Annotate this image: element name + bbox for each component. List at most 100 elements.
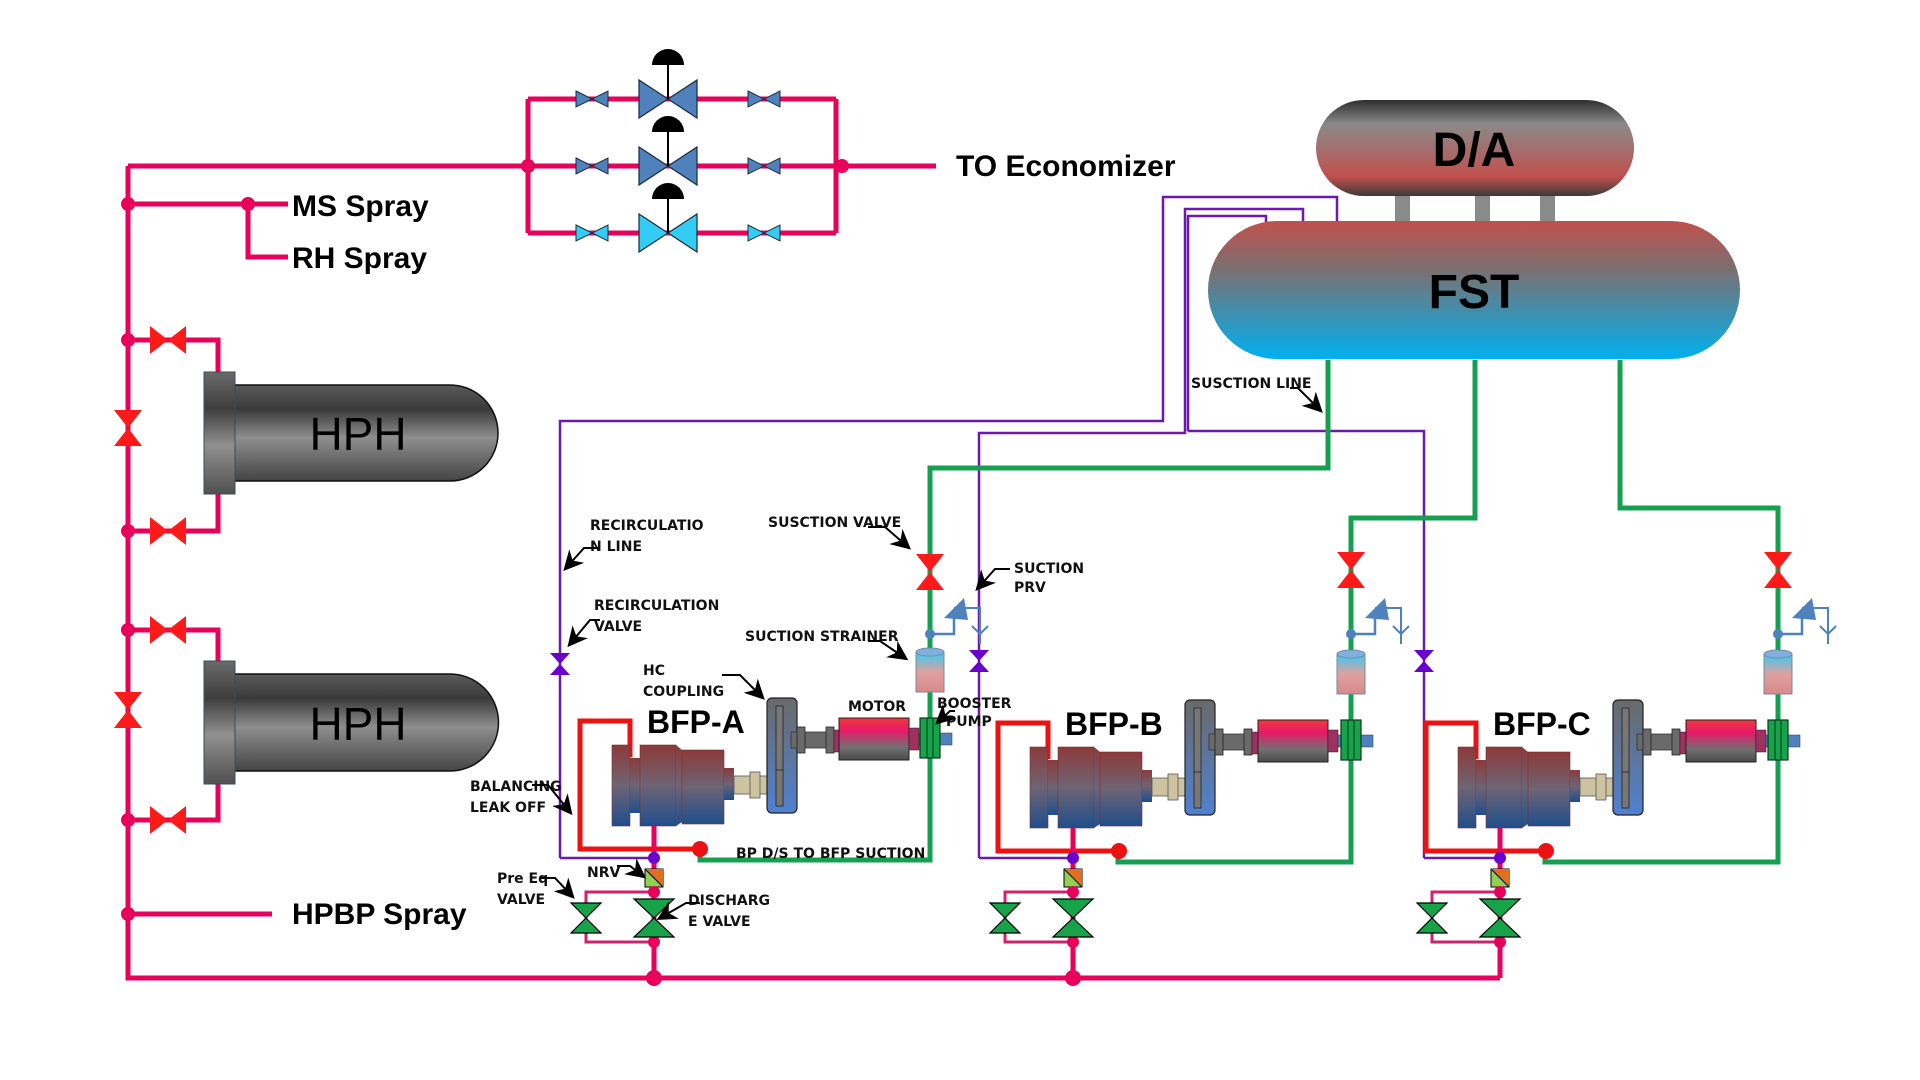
- suction-prv-annotation-2: PRV: [1014, 580, 1046, 596]
- suction-prv-a-icon[interactable]: [925, 598, 989, 644]
- junction-dot: [648, 852, 660, 864]
- suction-strainer-a[interactable]: [915, 647, 945, 693]
- suction-strainer-b[interactable]: [1336, 649, 1366, 695]
- recirc-line-c: [1188, 429, 1426, 858]
- balancing-leak-off-annotation-1: BALANCING: [470, 779, 562, 795]
- junction-dot: [121, 197, 135, 211]
- cv1-outlet-isolation-valve-icon[interactable]: [747, 90, 781, 108]
- suction-valve-a-icon[interactable]: [916, 554, 944, 590]
- suction-valve-c-icon[interactable]: [1764, 552, 1792, 588]
- junction-dot: [1065, 970, 1081, 986]
- da-downcomer: [1475, 196, 1490, 222]
- pump-label-b: BFP-B: [1065, 706, 1163, 742]
- booster-pump-c[interactable]: [1767, 719, 1789, 761]
- cv2-outlet-isolation-valve-icon[interactable]: [747, 157, 781, 175]
- rh-spray-label: RH Spray: [292, 242, 427, 275]
- junction-dot: [521, 159, 535, 173]
- pipe-hph1-in: [128, 337, 221, 375]
- pump-label-c: BFP-C: [1493, 706, 1591, 742]
- main-pump-c[interactable]: [1457, 746, 1580, 829]
- hpbp-spray-label: HPBP Spray: [292, 898, 467, 931]
- booster-pump-annotation-1: BOOSTER: [937, 696, 1012, 712]
- recirc-valve-a-icon[interactable]: [550, 653, 570, 675]
- pump-train-a: BFP-A: [577, 554, 989, 857]
- hph-bottom[interactable]: HPH: [203, 660, 500, 785]
- balancing-leak-off-line: [1423, 720, 1546, 854]
- nrv-annotation: NRV: [587, 865, 620, 881]
- recirc-valve-c-icon[interactable]: [1414, 650, 1434, 672]
- junction-dot: [1538, 843, 1554, 859]
- fst-label: FST: [1429, 266, 1520, 319]
- pre-eq-valve-c-icon[interactable]: [1416, 902, 1448, 934]
- recirc-line-b: [977, 207, 1305, 858]
- balancing-leak-off-line: [995, 720, 1119, 854]
- hph1-outlet-valve-icon[interactable]: [150, 517, 186, 545]
- da-downcomer: [1540, 196, 1555, 222]
- booster-pump-annotation-2: PUMP: [946, 714, 992, 730]
- deaerator[interactable]: D/A: [1316, 100, 1634, 196]
- suction-line-annotation: SUSCTION LINE: [1191, 376, 1311, 392]
- balancing-leak-off-line: [577, 718, 700, 852]
- nrv-a-icon[interactable]: [644, 868, 664, 888]
- junction-dot: [121, 333, 135, 347]
- motor-a[interactable]: [838, 717, 910, 761]
- hph-top-label: HPH: [309, 408, 406, 460]
- hph2-outlet-valve-icon[interactable]: [150, 806, 186, 834]
- pipe-hph1-out: [128, 492, 221, 534]
- motor-c[interactable]: [1685, 719, 1757, 763]
- da-downcomer: [1395, 196, 1410, 222]
- ms-spray-label: MS Spray: [292, 190, 429, 223]
- pipe-hph2-in: [128, 627, 221, 664]
- suction-valve-b-icon[interactable]: [1337, 552, 1365, 588]
- cv2-inlet-isolation-valve-icon[interactable]: [575, 157, 609, 175]
- control-valve-3-icon[interactable]: [638, 182, 698, 253]
- recirc-valve-b-icon[interactable]: [969, 650, 989, 672]
- junction-dot: [121, 813, 135, 827]
- control-valve-2-icon[interactable]: [638, 115, 698, 186]
- motor-b[interactable]: [1257, 719, 1329, 763]
- pipe-hph2-out: [128, 782, 221, 823]
- booster-pump-a[interactable]: [919, 717, 941, 759]
- deaerator-label: D/A: [1433, 124, 1516, 177]
- cv3-inlet-isolation-valve-icon[interactable]: [575, 224, 609, 242]
- hph2-inlet-valve-icon[interactable]: [150, 616, 186, 644]
- suction-valve-annotation: SUSCTION VALVE: [768, 515, 901, 531]
- pre-eq-valve-annotation-1: Pre Eq: [497, 871, 548, 887]
- hph1-bypass-valve-icon[interactable]: [114, 410, 142, 446]
- discharge-valve-c-icon[interactable]: [1479, 898, 1521, 938]
- cv3-outlet-isolation-valve-icon[interactable]: [747, 224, 781, 242]
- hph1-inlet-valve-icon[interactable]: [150, 326, 186, 354]
- discharge-valve-b-icon[interactable]: [1052, 898, 1094, 938]
- recirc-line-a: [558, 195, 1339, 858]
- pre-eq-valve-a-icon[interactable]: [570, 902, 602, 934]
- junction-dot: [1494, 852, 1506, 864]
- main-pump-a[interactable]: [611, 744, 734, 827]
- discharge-set-b: [989, 828, 1094, 986]
- suction-prv-b-icon[interactable]: [1346, 598, 1410, 644]
- nrv-b-icon[interactable]: [1063, 868, 1083, 888]
- junction-dot: [121, 524, 135, 538]
- junction-dot: [121, 907, 135, 921]
- hph2-bypass-valve-icon[interactable]: [114, 692, 142, 728]
- suction-prv-c-icon[interactable]: [1773, 598, 1837, 644]
- nrv-c-icon[interactable]: [1490, 868, 1510, 888]
- motor-annotation: MOTOR: [848, 699, 906, 715]
- cv1-inlet-isolation-valve-icon[interactable]: [575, 90, 609, 108]
- recirculation-line-annotation-2: N LINE: [590, 539, 642, 555]
- hph-top[interactable]: HPH: [203, 371, 499, 495]
- discharge-valve-a-icon[interactable]: [633, 898, 675, 938]
- suction-strainer-annotation: SUCTION STRAINER: [745, 629, 899, 645]
- feed-storage-tank[interactable]: FST: [1208, 221, 1740, 359]
- junction-dot: [1111, 843, 1127, 859]
- booster-pump-b[interactable]: [1340, 719, 1362, 761]
- junction-dot: [241, 197, 255, 211]
- suction-strainer-c[interactable]: [1763, 649, 1793, 695]
- pre-eq-valve-b-icon[interactable]: [989, 902, 1021, 934]
- pump-trains: BFP-A BFP-B BFP-C: [577, 552, 1837, 859]
- main-pump-b[interactable]: [1029, 746, 1152, 829]
- balancing-leak-off-annotation-2: LEAK OFF: [470, 800, 546, 816]
- recirculation-valve-annotation-1: RECIRCULATION: [594, 598, 719, 614]
- control-valve-1-icon[interactable]: [638, 48, 698, 119]
- recirculation-lines: [558, 195, 1500, 860]
- recirculation-line-annotation-1: RECIRCULATIO: [590, 518, 704, 534]
